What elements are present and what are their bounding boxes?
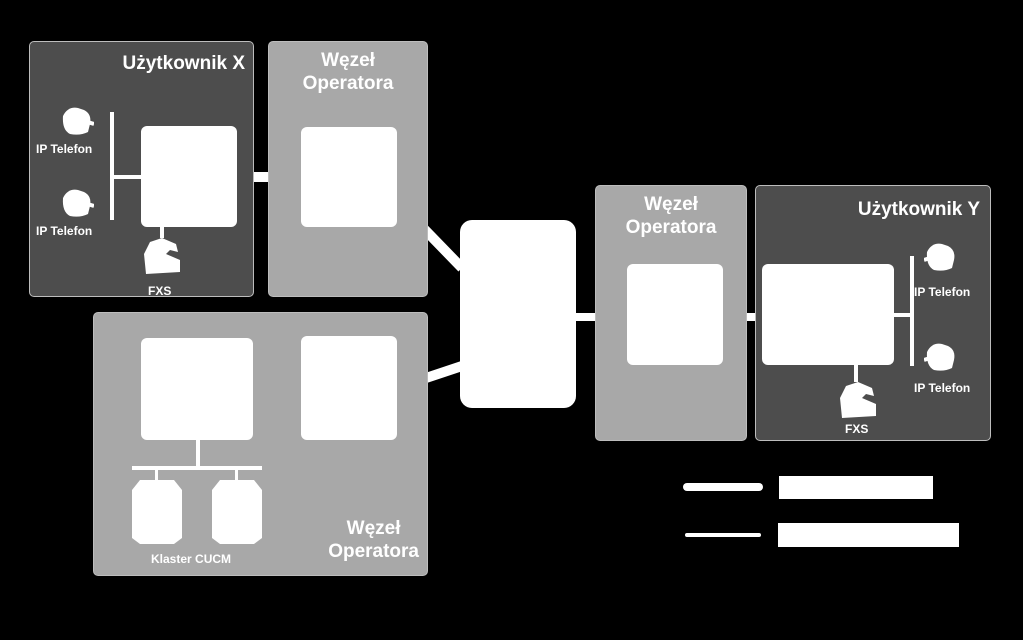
legend-thin-label-box bbox=[778, 523, 959, 547]
analog-phone-icon bbox=[840, 382, 876, 418]
operator-node-y-title-line1: Węzeł bbox=[644, 194, 698, 215]
user-y-phone1-label: IP Telefon bbox=[914, 285, 971, 299]
ip-phone-icon bbox=[62, 107, 94, 135]
operator-node-bottom-title-line2: Operatora bbox=[328, 541, 419, 562]
operator-node-bottom-title: Węzeł Operatora bbox=[328, 517, 419, 563]
operator-node-y-title-line2: Operatora bbox=[625, 217, 717, 238]
analog-phone-icon bbox=[144, 238, 180, 274]
user-x-router bbox=[141, 126, 237, 227]
legend-thick-line bbox=[683, 483, 763, 491]
ip-phone-icon bbox=[924, 343, 955, 371]
user-y-fxs-link bbox=[854, 364, 858, 382]
operator-node-x-title: Węzeł Operatora bbox=[269, 49, 427, 95]
user-x-phone-link bbox=[114, 175, 142, 179]
operator-node-bottom-router bbox=[301, 336, 397, 440]
legend-thick-label-box bbox=[779, 476, 933, 499]
server-icon bbox=[212, 480, 262, 544]
core-network-node bbox=[460, 220, 576, 408]
cucm-uplink bbox=[196, 440, 200, 468]
cucm-server1-link bbox=[155, 468, 158, 480]
operator-node-x-title-line1: Węzeł bbox=[321, 50, 375, 71]
operator-node-y-title: Węzeł Operatora bbox=[596, 193, 746, 239]
user-x-fxs-label: FXS bbox=[148, 284, 172, 298]
cucm-cluster-label: Klaster CUCM bbox=[151, 552, 232, 566]
user-y-title: Użytkownik Y bbox=[857, 199, 980, 220]
operator-node-x-router bbox=[301, 127, 397, 227]
user-x-phone1-label: IP Telefon bbox=[36, 142, 93, 156]
user-x-phone2-label: IP Telefon bbox=[36, 224, 93, 238]
legend-thin-line bbox=[685, 533, 761, 537]
cucm-router bbox=[141, 338, 253, 440]
user-x-title: Użytkownik X bbox=[122, 53, 245, 74]
ip-phone-icon bbox=[924, 243, 955, 271]
user-y-phone-link bbox=[893, 313, 913, 317]
operator-node-x-title-line2: Operatora bbox=[302, 73, 394, 94]
server-icon bbox=[132, 480, 182, 544]
user-y-router bbox=[762, 264, 894, 365]
user-x-fxs-link bbox=[160, 226, 164, 238]
cucm-server2-link bbox=[235, 468, 238, 480]
user-y-phone-bus bbox=[910, 256, 914, 366]
user-x-phone-bus bbox=[110, 112, 114, 220]
ip-phone-icon bbox=[62, 189, 94, 217]
cucm-bus bbox=[132, 466, 262, 470]
operator-node-y-router bbox=[627, 264, 723, 365]
user-y-fxs-label: FXS bbox=[845, 422, 869, 436]
user-y-phone2-label: IP Telefon bbox=[914, 381, 971, 395]
operator-node-bottom-title-line1: Węzeł bbox=[346, 518, 401, 539]
